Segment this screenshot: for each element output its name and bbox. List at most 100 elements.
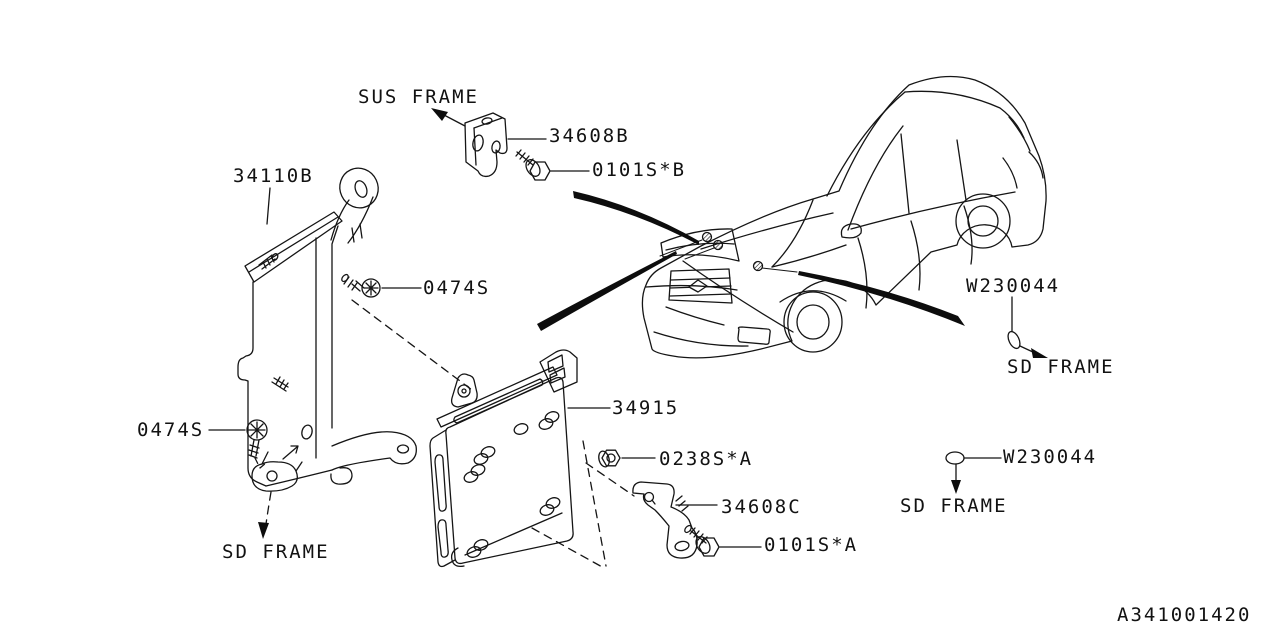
bracket-34110B-drawing: [208, 167, 473, 539]
car-rear-wheel: [955, 193, 1011, 249]
screw-0474S-right-cross: [363, 280, 379, 296]
nut-flange: [598, 450, 610, 468]
stud-1: [258, 254, 276, 270]
bolt-0101SA-washer: [695, 536, 711, 554]
bracket-34110B-foot-hole: [266, 470, 278, 482]
bracket-34110B-bottom-edge: [265, 469, 333, 487]
bracket-34608B-top-hole: [481, 117, 493, 125]
label-bolt-0101S-B: 0101S*B: [592, 159, 687, 181]
car-front-wheel-hub: [796, 304, 830, 340]
bolt-0101SA-threads: [689, 527, 708, 544]
bracket-34608C-hatch: [675, 495, 689, 512]
bracket-34608B-outline: [464, 112, 508, 178]
car-cowl-line2: [771, 244, 847, 268]
label-clip-W230044-lower: W230044: [1003, 446, 1098, 468]
clip-W230044-upper-shape: [1007, 330, 1021, 350]
ecu-inner-diagonal: [464, 512, 563, 556]
bracket-34110B-right-edge: [331, 225, 339, 429]
ecu-ear: [450, 373, 478, 408]
screw-0474S-right-shank: [351, 280, 365, 292]
bolt-0101SB-washer: [525, 159, 541, 177]
clip-W230044-lower-drawing: [945, 451, 1002, 494]
bracket-34608B-drawing: [431, 108, 590, 181]
car-quarter-seam: [963, 205, 973, 265]
bracket-34110B-small-hole: [301, 424, 313, 440]
arrow-to-sd-frame-upper-icon: [1031, 348, 1048, 358]
nut-bore: [606, 453, 616, 463]
nut-0238SA-drawing: [598, 449, 656, 468]
bracket-34110B-upper-arm-right: [347, 196, 374, 244]
location-dot-2: [712, 239, 724, 251]
bracket-34608C-hole: [643, 491, 655, 503]
car-fog-lamp: [737, 326, 771, 345]
stud-2: [271, 376, 289, 392]
bracket-34110B-lower-arm-top: [331, 431, 417, 471]
car-roof-rail: [904, 90, 1025, 139]
bracket-34110B-upper-arm-end: [339, 167, 379, 209]
bracket-34110B-foot-link: [261, 451, 303, 472]
ecu-left-slot2: [437, 519, 449, 558]
location-dot-1: [701, 231, 713, 243]
clip-W230044-lower-shape: [945, 451, 965, 465]
screw-0474S-right-tip: [341, 273, 349, 283]
car-body-outline: [641, 75, 1047, 359]
car-door-glass-edge: [847, 125, 904, 231]
bolt-0101SA-head: [698, 537, 720, 557]
align-dash-right: [582, 440, 607, 567]
label-sd-frame-lower-right: SD FRAME: [900, 495, 1008, 517]
arrow-line-sd-frame-left: [265, 491, 272, 525]
bracket-34608C-outline: [632, 481, 698, 559]
bracket-34608C-drawing: [632, 481, 762, 559]
car-front-door-seam: [857, 237, 868, 309]
bracket-34110B-flange-inner: [248, 216, 339, 273]
clip-W230044-upper-drawing: [1007, 296, 1048, 358]
pointer-swooshes: [537, 191, 965, 331]
bolt-0101SB-head: [529, 161, 551, 181]
align-dash-bracket-to-ecu: [351, 299, 473, 391]
car-c-pillar: [956, 139, 967, 201]
pointer-swoosh-to-sus-bracket: [573, 191, 699, 245]
car-taillight-line: [1028, 151, 1044, 179]
car-grille-slat1: [670, 277, 731, 281]
bracket-34608B-fold1: [473, 127, 477, 166]
label-sd-frame-upper-right: SD FRAME: [1007, 356, 1115, 378]
pointer-swoosh-to-sd-frame: [798, 271, 965, 326]
car-mirror: [840, 223, 862, 239]
ecu-34915-drawing: [429, 349, 635, 569]
label-sd-frame-left: SD FRAME: [222, 541, 330, 563]
car-windshield: [826, 91, 906, 197]
label-part-34608C: 34608C: [721, 496, 802, 518]
ecu-left-face: [429, 429, 456, 568]
car-grille-slat3: [669, 293, 732, 297]
screw-0474S-right-threads: [343, 276, 358, 291]
nut-hex: [601, 449, 621, 467]
car-rear-wheel-hub: [967, 205, 999, 237]
bracket-34110B-upper-arm-hole: [354, 180, 368, 198]
bracket-34608B-hole1: [472, 134, 484, 152]
bracket-34608C-hole-tick: [651, 499, 656, 505]
bracket-34110B-left-edge: [237, 281, 267, 487]
bracket-34608B-hole2: [491, 140, 501, 154]
car-bumper-intake: [665, 306, 725, 326]
screw-0474S-left-head: [246, 419, 268, 441]
car-beltline: [850, 191, 1016, 230]
bolt-0101SB-thread1: [515, 149, 522, 157]
label-part-34915: 34915: [612, 397, 680, 419]
label-screw-0474S-left: 0474S: [137, 419, 205, 441]
bolt-0101SB-thread3: [523, 155, 530, 163]
ecu-front-face: [445, 376, 574, 565]
label-nut-0238S-A: 0238S*A: [659, 448, 754, 470]
bracket-34608B-fold2: [473, 117, 503, 129]
car-quarter-window-edge: [1002, 157, 1018, 189]
align-dash-nut: [585, 462, 635, 497]
car-hatch-line: [1008, 116, 1031, 152]
ecu-connector: [539, 349, 578, 393]
screw-0474S-right-head: [361, 278, 381, 298]
bracket-34110B-foot: [251, 461, 298, 492]
label-bolt-0101S-A: 0101S*A: [764, 534, 859, 556]
car-front-arch-inner: [779, 290, 847, 303]
bolt-0101SA-tip: [684, 524, 692, 534]
ecu-ear-hole: [457, 384, 471, 398]
location-dot-leader-3: [761, 267, 798, 273]
